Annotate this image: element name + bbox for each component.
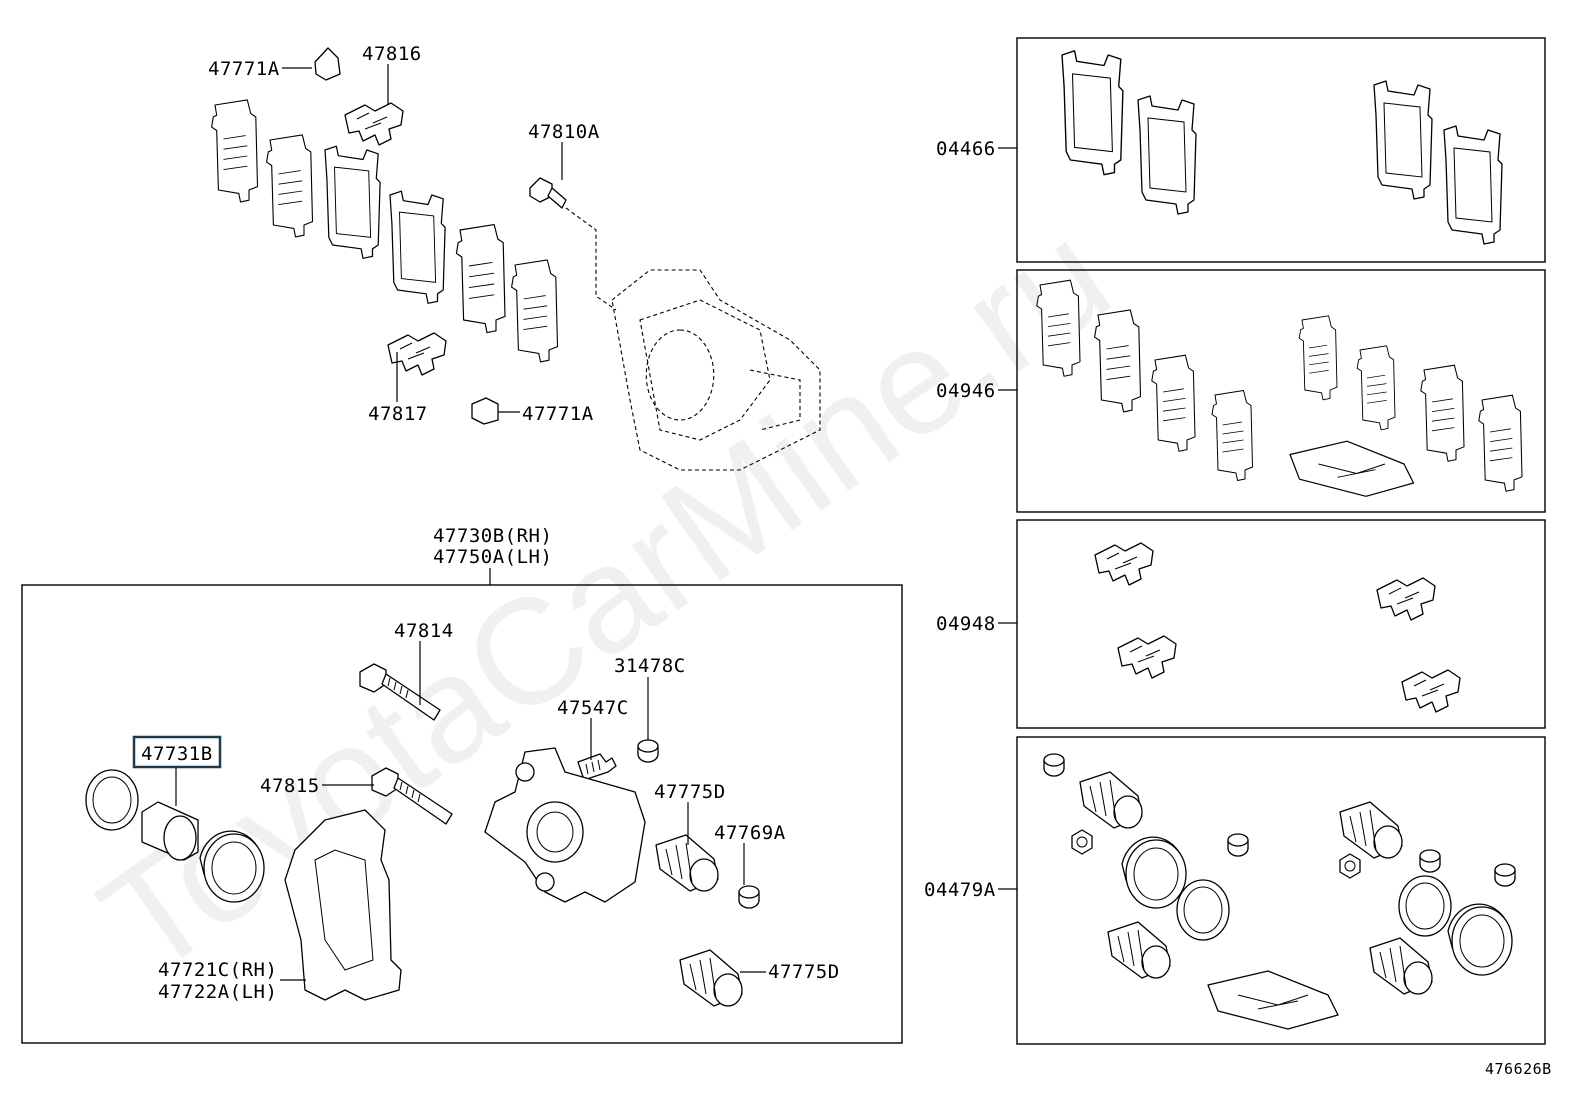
kit-04479a-cap <box>1494 863 1516 887</box>
kit-box-04946 <box>1016 269 1546 513</box>
callout-47775d-lower[interactable]: 47775D <box>768 961 840 983</box>
kit-04479a-cap <box>1227 833 1249 857</box>
bleeder-47547c <box>577 753 617 781</box>
callout-47721c-rh[interactable]: 47721C(RH) <box>158 959 277 981</box>
callout-31478c[interactable]: 31478C <box>614 655 686 677</box>
callout-47810a[interactable]: 47810A <box>528 121 600 143</box>
callout-47731b[interactable]: 47731B <box>141 743 213 765</box>
kit-04946-shim <box>1094 309 1142 413</box>
kit-04946-shim <box>1356 345 1396 431</box>
kit-label-04946[interactable]: 04946 <box>936 380 996 402</box>
clip-47816 <box>344 102 404 146</box>
boot-47775d-lower <box>679 949 743 1007</box>
callout-47547c[interactable]: 47547C <box>557 697 629 719</box>
kit-04479a-boot <box>1339 801 1403 859</box>
kit-04948-clip <box>1376 577 1436 621</box>
kit-04466-pad <box>1061 50 1124 176</box>
kit-box-04948 <box>1016 519 1546 729</box>
callout-47722a-lh[interactable]: 47722A(LH) <box>158 981 277 1003</box>
boot-47775d-upper <box>655 834 719 892</box>
kit-04479a-bleeder <box>1339 853 1361 879</box>
piston-47731b <box>141 801 199 861</box>
kit-04948-clip <box>1401 669 1461 713</box>
kit-box-04479a <box>1016 736 1546 1045</box>
kit-04479a-boot <box>1107 921 1171 979</box>
kit-04479a-cap <box>1419 849 1441 873</box>
caliper-assembly-box <box>21 584 903 1044</box>
kit-label-04466[interactable]: 04466 <box>936 138 996 160</box>
callout-47771a-top[interactable]: 47771A <box>208 58 280 80</box>
kit-04479a-boot <box>1369 937 1433 995</box>
kit-04479a-ring <box>1398 875 1452 937</box>
kit-04479a-boot <box>1079 771 1143 829</box>
callout-47750a-lh[interactable]: 47750A(LH) <box>433 546 552 568</box>
piston-seal-ring <box>85 769 139 831</box>
kit-box-04466 <box>1016 37 1546 263</box>
kit-04466-pad <box>1373 80 1433 200</box>
callout-47771a-bottom[interactable]: 47771A <box>522 403 594 425</box>
clip-47771a-bottom <box>471 397 499 425</box>
kit-04948-clip <box>1094 542 1154 586</box>
leader-lines <box>175 64 1017 981</box>
kit-04479a-cap <box>1043 753 1065 777</box>
kit-label-04948[interactable]: 04948 <box>936 613 996 635</box>
kit-04948-clip <box>1117 635 1177 679</box>
kit-04946-shim <box>1211 390 1253 481</box>
callout-47775d-upper[interactable]: 47775D <box>654 781 726 803</box>
kit-04479a-bleeder <box>1071 829 1093 855</box>
callout-47769a[interactable]: 47769A <box>714 822 786 844</box>
kit-04946-shim <box>1420 364 1465 462</box>
plug-47769a <box>738 885 760 909</box>
callout-47816[interactable]: 47816 <box>362 43 422 65</box>
clip-47771a-top <box>314 47 341 81</box>
callout-47814[interactable]: 47814 <box>394 620 454 642</box>
callout-47730b-rh[interactable]: 47730B(RH) <box>433 525 552 547</box>
selected-part-highlight <box>132 735 222 769</box>
kit-04946-shim <box>1298 315 1338 401</box>
callout-47817[interactable]: 47817 <box>368 403 428 425</box>
kit-04479a-seal <box>1121 836 1187 909</box>
kit-04466-pad <box>1137 95 1197 215</box>
kit-04479a-seal <box>1447 903 1513 976</box>
caliper-body <box>484 747 646 903</box>
kit-04946-shim <box>1151 354 1196 452</box>
kit-04946-pouch <box>1289 440 1415 497</box>
kit-04946-shim <box>1036 279 1081 377</box>
callout-47815[interactable]: 47815 <box>260 775 320 797</box>
kit-04466-pad <box>1443 125 1503 245</box>
diagram-id: 476626B <box>1485 1060 1552 1078</box>
kit-04479a-pouch <box>1207 970 1339 1030</box>
kit-04946-shim <box>1478 394 1523 492</box>
caliper-phantom <box>611 269 821 471</box>
cap-31478c <box>637 739 659 763</box>
kit-04479a-ring <box>1176 879 1230 941</box>
kit-label-04479a[interactable]: 04479A <box>924 879 996 901</box>
bolt-47810a <box>529 177 567 209</box>
